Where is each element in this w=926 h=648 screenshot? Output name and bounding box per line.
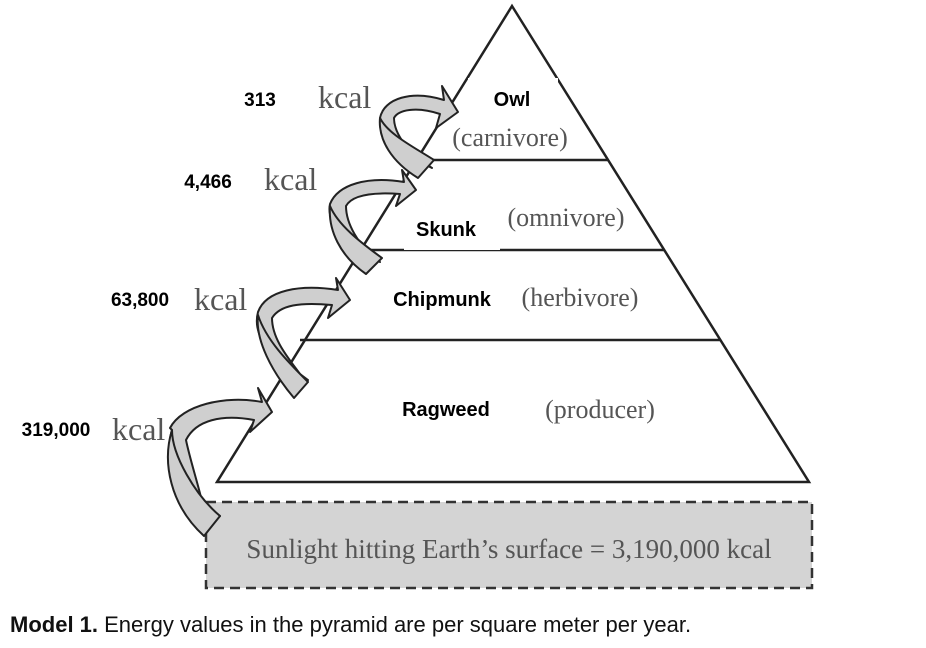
caption-text: Energy values in the pyramid are per squ…	[98, 612, 692, 637]
caption-label: Model 1.	[10, 612, 99, 637]
energy-unit-chipmunk: kcal	[194, 281, 247, 317]
sunlight-label: Sunlight hitting Earth’s surface = 3,190…	[246, 534, 771, 564]
energy-value-chipmunk: 63,800	[111, 290, 169, 311]
arrow-chipmunk-to-skunk-back	[328, 205, 383, 275]
arrow-ragweed-to-chipmunk-back	[256, 314, 309, 399]
role-producer: (producer)	[545, 395, 655, 424]
arrow-skunk-to-owl-back	[378, 117, 435, 179]
organism-skunk: Skunk	[416, 219, 477, 241]
energy-pyramid	[214, 3, 812, 484]
energy-unit-ragweed: kcal	[112, 411, 165, 447]
sunlight-box	[204, 500, 814, 590]
role-herbivore: (herbivore)	[522, 283, 639, 312]
energy-value-ragweed: 319,000	[22, 420, 91, 441]
organism-owl: Owl	[494, 89, 531, 111]
role-carnivore: (carnivore)	[452, 123, 567, 152]
energy-unit-owl: kcal	[318, 79, 371, 115]
organism-chipmunk: Chipmunk	[393, 289, 492, 311]
organism-ragweed: Ragweed	[402, 399, 490, 421]
energy-unit-skunk: kcal	[264, 161, 317, 197]
energy-value-skunk: 4,466	[184, 172, 232, 193]
role-omnivore: (omnivore)	[508, 203, 625, 232]
energy-flow-arrows	[167, 85, 459, 537]
energy-value-owl: 313	[244, 90, 276, 111]
arrow-sunlight-to-ragweed-back	[167, 429, 221, 537]
figure-caption: Model 1. Energy values in the pyramid ar…	[10, 612, 691, 638]
